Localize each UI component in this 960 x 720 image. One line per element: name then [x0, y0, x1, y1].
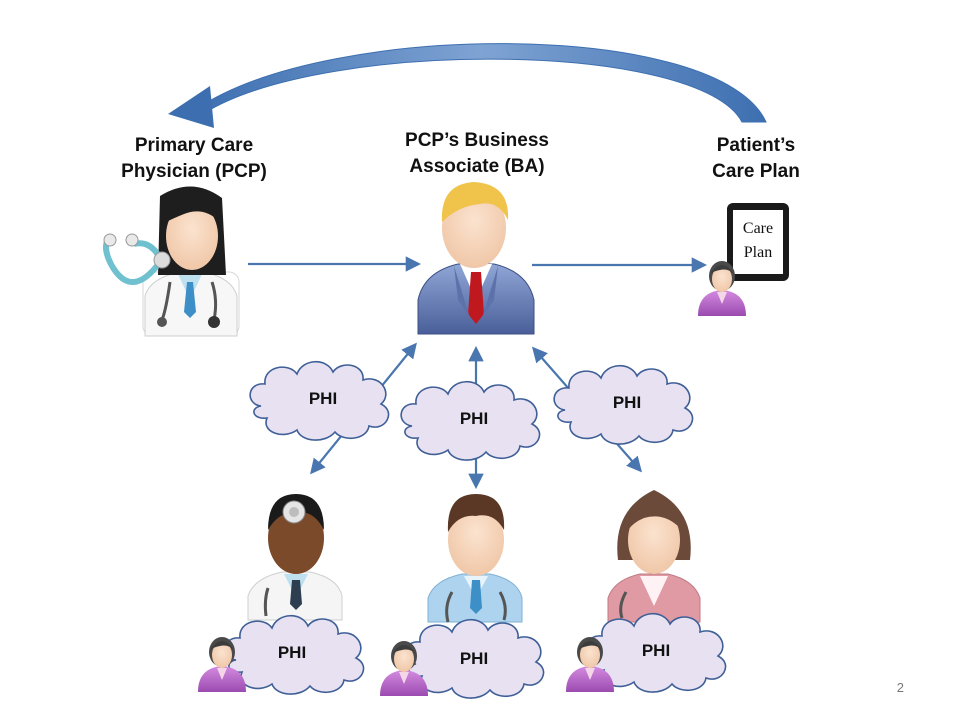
svg-text:PHI: PHI: [278, 643, 306, 662]
label-business-associate: PCP’s Business Associate (BA): [384, 128, 570, 179]
label-pcp-line1: Primary Care: [134, 135, 254, 156]
tablet-text-line2: Plan: [744, 244, 772, 261]
label-ba-line1: PCP’s Business: [405, 130, 549, 151]
svg-text:PHI: PHI: [309, 389, 337, 408]
phi-cloud-right: PHI: [553, 364, 694, 445]
svg-text:PHI: PHI: [460, 409, 488, 428]
business-associate-icon: [417, 182, 535, 335]
phi-cloud-bottom-right: PHI: [586, 612, 727, 693]
tablet-text-line1: Care: [743, 220, 773, 237]
phi-cloud-bottom-left: PHI: [224, 614, 365, 695]
label-ba-line2: Associate (BA): [409, 155, 545, 177]
phi-cloud-center: PHI: [400, 380, 541, 461]
svg-text:PHI: PHI: [613, 393, 641, 412]
pcp-doctor-icon: [103, 186, 240, 337]
page-number: 2: [896, 680, 904, 695]
female-doctor-icon: [607, 490, 701, 623]
phi-cloud-left: PHI: [249, 360, 390, 441]
specialist-doctor-icon: [247, 494, 343, 621]
phi-cloud-bottom-center: PHI: [404, 618, 545, 699]
label-patient-care-plan: Patient’s Care Plan: [690, 133, 822, 184]
care-plan-tablet: Care Plan: [727, 203, 789, 281]
svg-text:PHI: PHI: [642, 641, 670, 660]
label-care-plan-line2: Care Plan: [712, 160, 800, 182]
svg-text:PHI: PHI: [460, 649, 488, 668]
label-pcp: Primary Care Physician (PCP): [104, 133, 284, 184]
label-care-plan-line1: Patient’s: [716, 135, 796, 156]
label-pcp-line2: Physician (PCP): [121, 160, 267, 182]
nurse-practitioner-icon: [427, 494, 523, 623]
feedback-curved-arrow: [168, 43, 767, 128]
